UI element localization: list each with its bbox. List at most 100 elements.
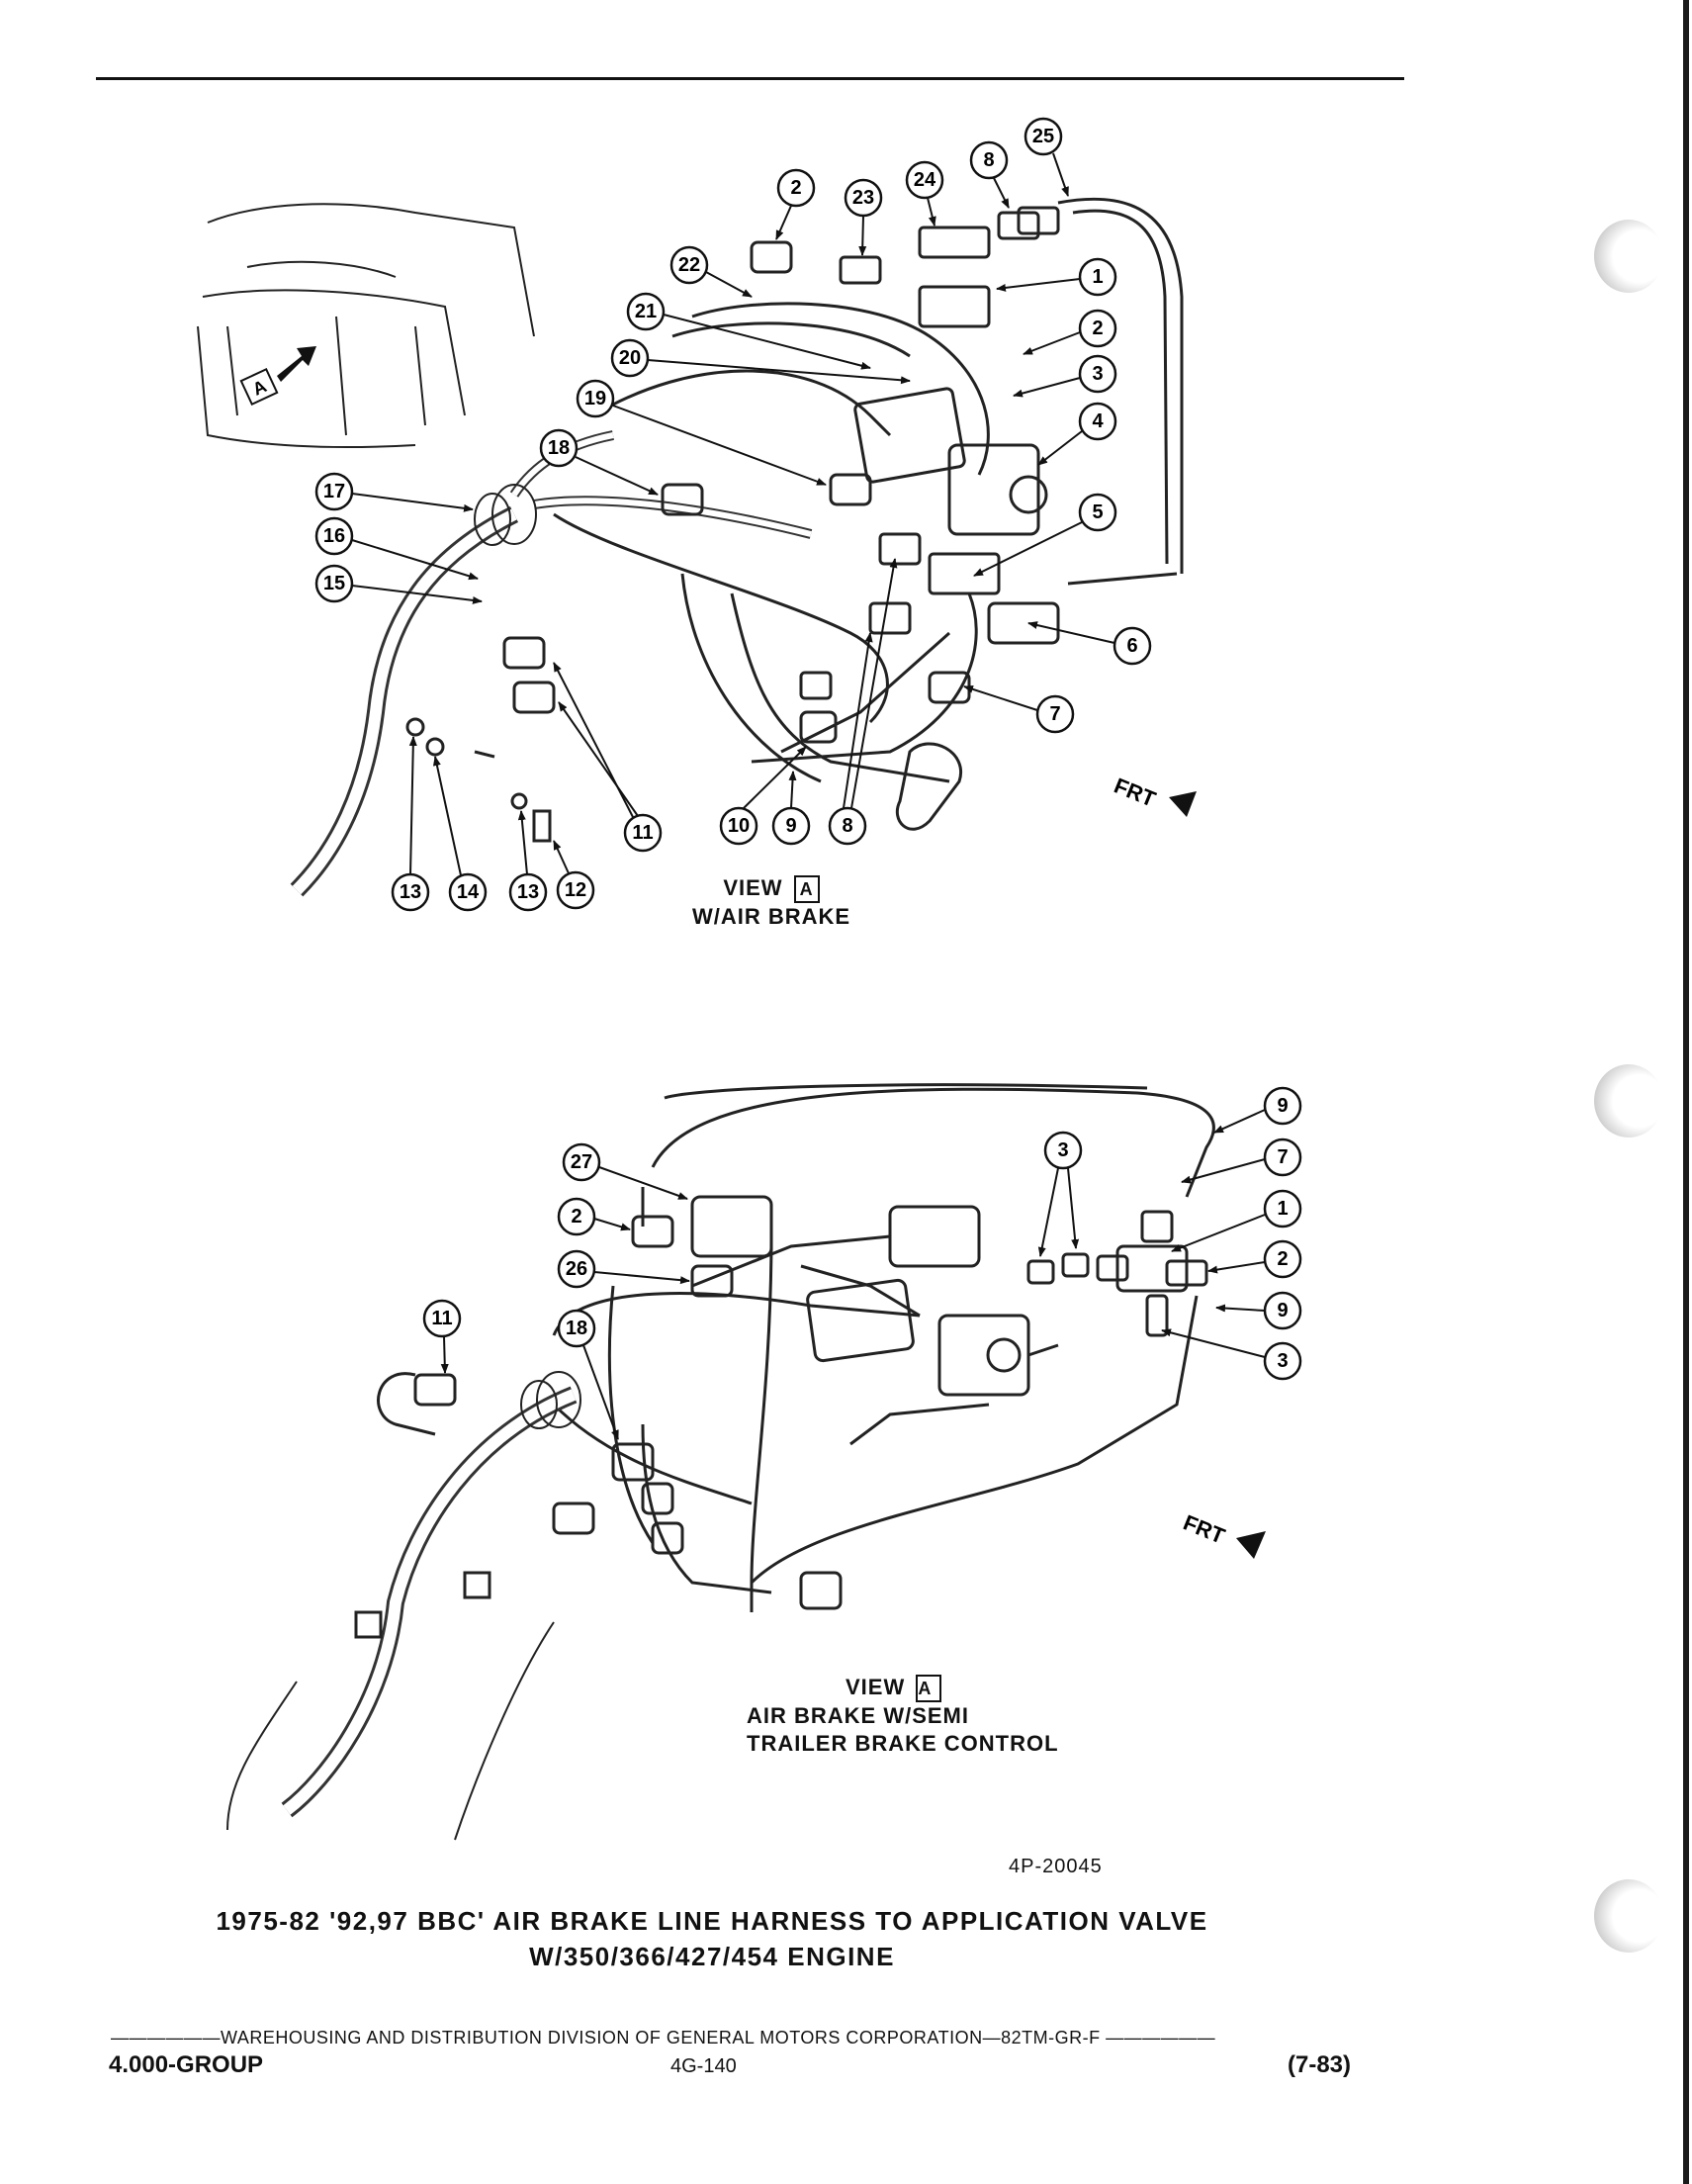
v2-callout-11: 11	[422, 1299, 462, 1374]
callout-8-top: 8	[969, 140, 1010, 209]
svg-text:13: 13	[517, 881, 539, 903]
svg-text:5: 5	[1092, 501, 1103, 523]
binder-hole-bottom	[1594, 1879, 1663, 1953]
v2-callout-3-top: 3	[1037, 1131, 1083, 1257]
footer-group: 4.000-GROUP	[109, 2051, 264, 2078]
view2-label: VIEW A AIR BRAKE W/SEMI TRAILER BRAKE CO…	[747, 1674, 1059, 1758]
caption-line-2: W/350/366/427/454 ENGINE	[529, 1942, 895, 1971]
callout-23: 23	[844, 178, 883, 256]
frt-label-2: FRT	[1180, 1509, 1229, 1548]
view1-view-text: VIEW	[723, 875, 783, 900]
svg-text:1: 1	[1092, 266, 1103, 288]
svg-text:9: 9	[1277, 1095, 1288, 1117]
svg-text:9: 9	[1277, 1300, 1288, 1321]
svg-text:18: 18	[566, 1318, 587, 1339]
callout-24: 24	[905, 160, 944, 227]
callout-2-right: 2	[1023, 309, 1117, 355]
svg-text:8: 8	[842, 815, 852, 837]
svg-text:6: 6	[1126, 635, 1137, 657]
callout-2-top: 2	[775, 168, 816, 240]
svg-text:13: 13	[400, 881, 421, 903]
svg-text:11: 11	[431, 1308, 452, 1329]
svg-text:27: 27	[571, 1151, 592, 1173]
svg-text:2: 2	[1092, 318, 1103, 339]
svg-text:9: 9	[785, 815, 796, 837]
v2-callout-9-top: 9	[1213, 1086, 1302, 1134]
svg-text:14: 14	[457, 881, 480, 903]
callout-4: 4	[1037, 402, 1117, 466]
svg-text:18: 18	[548, 437, 570, 459]
view1-view-box: A	[793, 875, 820, 903]
callout-13-right: 13	[508, 810, 548, 912]
svg-text:20: 20	[619, 347, 641, 369]
footer-date: (7-83)	[1288, 2051, 1352, 2078]
view2-drawing	[226, 1083, 1215, 1841]
callout-17: 17	[314, 472, 474, 512]
callout-13-left: 13	[391, 736, 430, 912]
callout-22: 22	[669, 245, 753, 298]
callout-3-top: 3	[1013, 354, 1117, 398]
footer-publisher: ——————WAREHOUSING AND DISTRIBUTION DIVIS…	[111, 2028, 1216, 2048]
callout-11: 11	[553, 662, 663, 853]
view1-drawing	[197, 197, 1184, 897]
svg-text:16: 16	[323, 525, 345, 547]
figure-caption: 1975-82 '92,97 BBC' AIR BRAKE LINE HARNE…	[148, 1903, 1276, 1974]
callout-16: 16	[314, 516, 479, 581]
view2-view-text: VIEW	[846, 1675, 906, 1699]
callout-10: 10	[719, 746, 807, 846]
svg-text:15: 15	[323, 573, 345, 594]
caption-line-1: 1975-82 '92,97 BBC' AIR BRAKE LINE HARNE…	[216, 1906, 1208, 1936]
figure-number: 4P-20045	[1009, 1856, 1103, 1877]
callout-7: 7	[963, 684, 1075, 734]
svg-text:1: 1	[1277, 1198, 1288, 1220]
callout-1-top: 1	[996, 257, 1117, 297]
view1-subtitle: W/AIR BRAKE	[691, 904, 851, 929]
svg-text:2: 2	[790, 177, 801, 199]
view2-callouts: 9 7 1 2 9 3 3 27 2 26 18 11	[422, 1086, 1302, 1440]
view2-frt-arrow: FRT	[1180, 1509, 1266, 1559]
svg-text:3: 3	[1057, 1139, 1068, 1161]
callout-6: 6	[1027, 621, 1152, 666]
callout-9: 9	[771, 771, 811, 846]
svg-text:2: 2	[1277, 1248, 1288, 1270]
view1-frt-arrow: FRT	[1111, 773, 1197, 817]
v2-callout-2-right: 2	[1207, 1239, 1302, 1279]
svg-text:25: 25	[1032, 126, 1054, 147]
frt-label: FRT	[1111, 773, 1160, 811]
v2-callout-18: 18	[557, 1309, 619, 1440]
v2-callout-2-left: 2	[557, 1197, 631, 1236]
view1-label: VIEW A W/AIR BRAKE	[682, 874, 860, 931]
svg-text:7: 7	[1049, 703, 1060, 725]
callout-8-bottom: 8	[828, 558, 898, 846]
callout-14: 14	[432, 756, 488, 912]
footer-page-number: 4G-140	[670, 2055, 737, 2077]
view2-view-box: A	[916, 1675, 942, 1702]
callout-15: 15	[314, 564, 483, 604]
callout-21: 21	[626, 292, 871, 370]
v2-callout-26: 26	[557, 1249, 690, 1289]
binder-hole-top	[1594, 220, 1663, 293]
svg-text:17: 17	[323, 481, 345, 502]
page-edge-shadow	[1683, 0, 1689, 2184]
v2-callout-9-bottom: 9	[1215, 1291, 1302, 1330]
callout-19: 19	[576, 379, 827, 486]
view2-subtitle-1: AIR BRAKE W/SEMI	[747, 1703, 969, 1728]
svg-text:26: 26	[566, 1258, 587, 1280]
svg-text:10: 10	[728, 815, 750, 837]
v2-callout-3-right: 3	[1161, 1328, 1302, 1381]
svg-text:3: 3	[1092, 363, 1103, 385]
svg-text:22: 22	[678, 254, 700, 276]
v2-callout-1: 1	[1171, 1189, 1302, 1252]
v2-callout-7: 7	[1181, 1138, 1302, 1184]
svg-text:23: 23	[852, 187, 874, 209]
v2-callout-27: 27	[562, 1142, 688, 1200]
svg-text:2: 2	[571, 1206, 581, 1228]
callout-12: 12	[553, 840, 595, 910]
svg-text:8: 8	[983, 149, 994, 171]
view1-inset-marker: A	[239, 346, 316, 407]
top-rule	[96, 77, 1404, 80]
binder-hole-middle	[1594, 1064, 1663, 1138]
view2-subtitle-2: TRAILER BRAKE CONTROL	[747, 1731, 1059, 1756]
